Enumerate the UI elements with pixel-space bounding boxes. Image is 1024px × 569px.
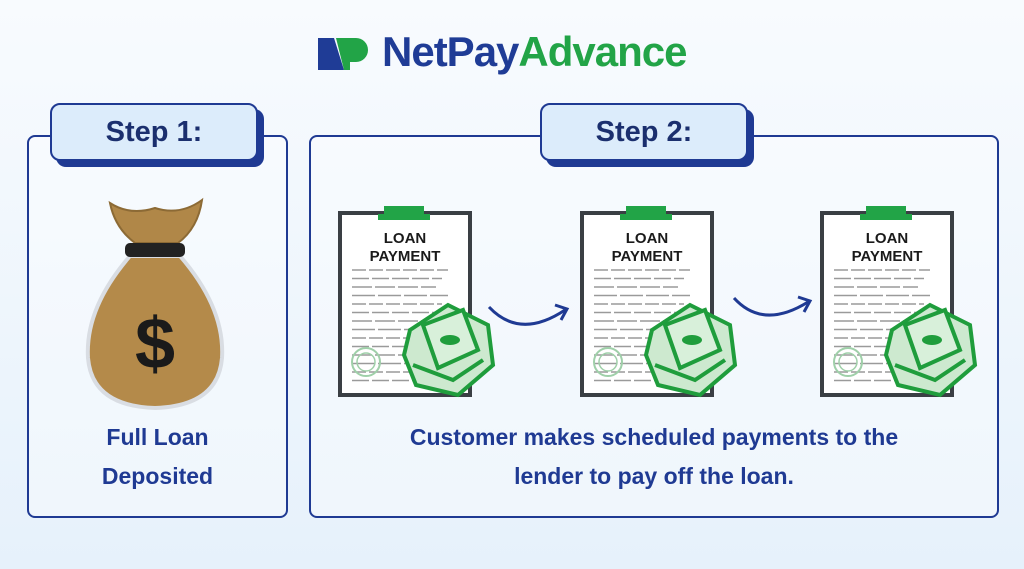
step1-caption: Full Loan Deposited <box>27 418 288 496</box>
document-title-line2: PAYMENT <box>851 248 923 265</box>
clipboard-icon <box>338 206 496 398</box>
money-bag-icon: $ <box>85 197 225 411</box>
step2-label: Step 2: <box>540 103 748 161</box>
document-title-line1: LOAN <box>383 230 427 247</box>
document-title: LOAN PAYMENT <box>580 230 714 266</box>
netpay-logo-icon <box>318 38 368 70</box>
document-title-line1: LOAN <box>625 230 669 247</box>
document-title-line1: LOAN <box>865 230 909 247</box>
clipboard-icon <box>580 206 738 398</box>
loan-payment-document: LOAN PAYMENT <box>820 200 980 400</box>
arrow-right-icon <box>732 295 813 317</box>
brand-name-part1: NetPay <box>382 28 519 75</box>
document-title-line2: PAYMENT <box>369 248 441 265</box>
loan-payment-document: LOAN PAYMENT <box>580 200 740 400</box>
cash-pile-icon <box>883 302 978 398</box>
arrow-right-icon <box>487 303 570 326</box>
step1-caption-line1: Full Loan <box>106 424 209 450</box>
document-title-line2: PAYMENT <box>611 248 683 265</box>
document-title: LOAN PAYMENT <box>338 230 472 266</box>
step2-caption: Customer makes scheduled payments to the… <box>309 418 999 496</box>
clipboard-icon <box>820 206 978 398</box>
brand-logo: NetPayAdvance <box>318 28 687 75</box>
cash-pile-icon <box>643 302 738 398</box>
document-title: LOAN PAYMENT <box>820 230 954 266</box>
step1-label: Step 1: <box>50 103 258 161</box>
loan-payment-document: LOAN PAYMENT <box>338 200 498 400</box>
cash-pile-icon <box>401 302 496 398</box>
step2-caption-line2: lender to pay off the loan. <box>514 463 794 489</box>
step1-caption-line2: Deposited <box>101 463 214 489</box>
brand-name-part2: Advance <box>518 28 687 75</box>
svg-text:$: $ <box>135 304 175 384</box>
step2-caption-line1: Customer makes scheduled payments to the <box>409 424 899 450</box>
